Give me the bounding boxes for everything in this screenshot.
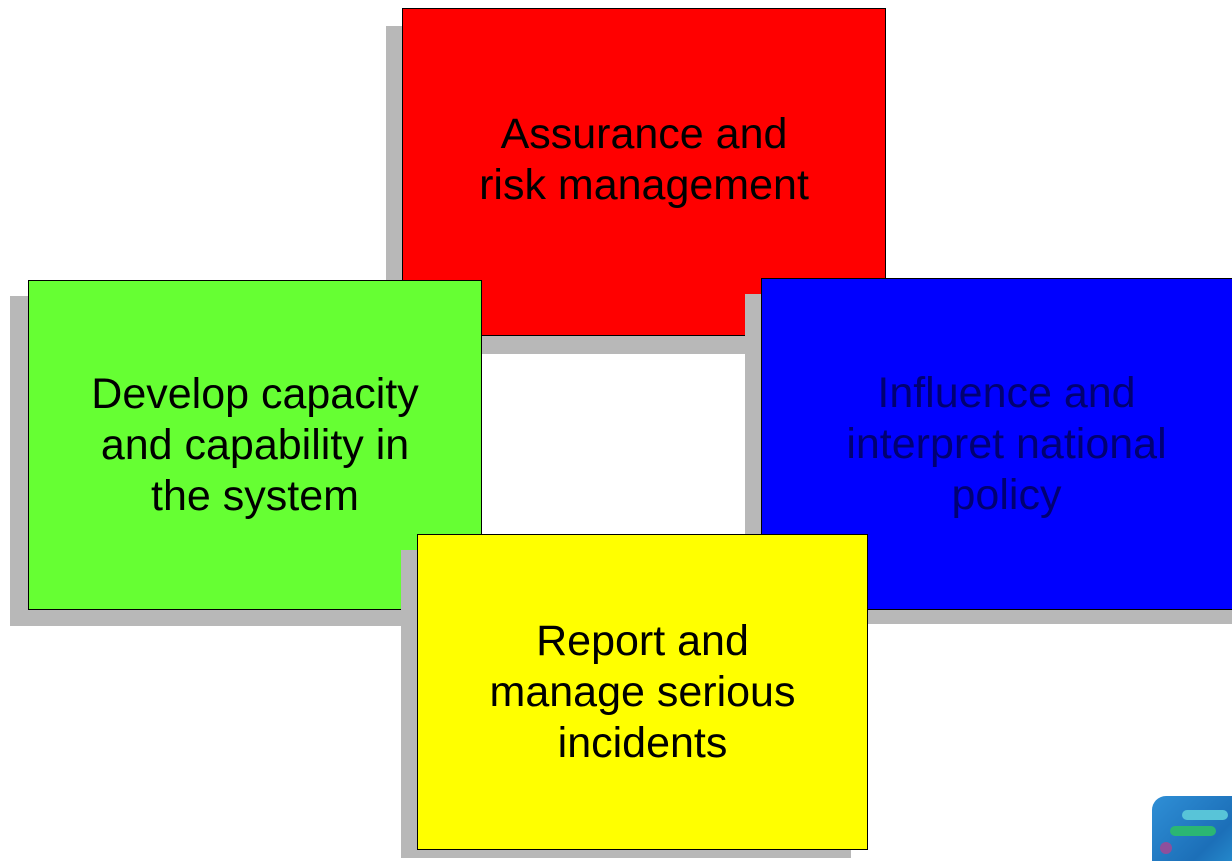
box-report-serious-incidents-label: Report and manage serious incidents [489,616,796,767]
logo-dot-purple [1160,842,1172,854]
box-report-serious-incidents: Report and manage serious incidents [417,534,868,850]
box-influence-national-policy-label: Influence and interpret national policy [846,368,1167,519]
box-develop-capacity-label: Develop capacity and capability in the s… [91,369,419,520]
box-assurance-risk-management: Assurance and risk management [402,8,886,336]
organisation-logo-icon [1152,796,1232,861]
box-assurance-risk-management-label: Assurance and risk management [479,110,809,209]
logo-stripe-green [1170,826,1216,836]
logo-stripe-teal [1182,810,1228,820]
